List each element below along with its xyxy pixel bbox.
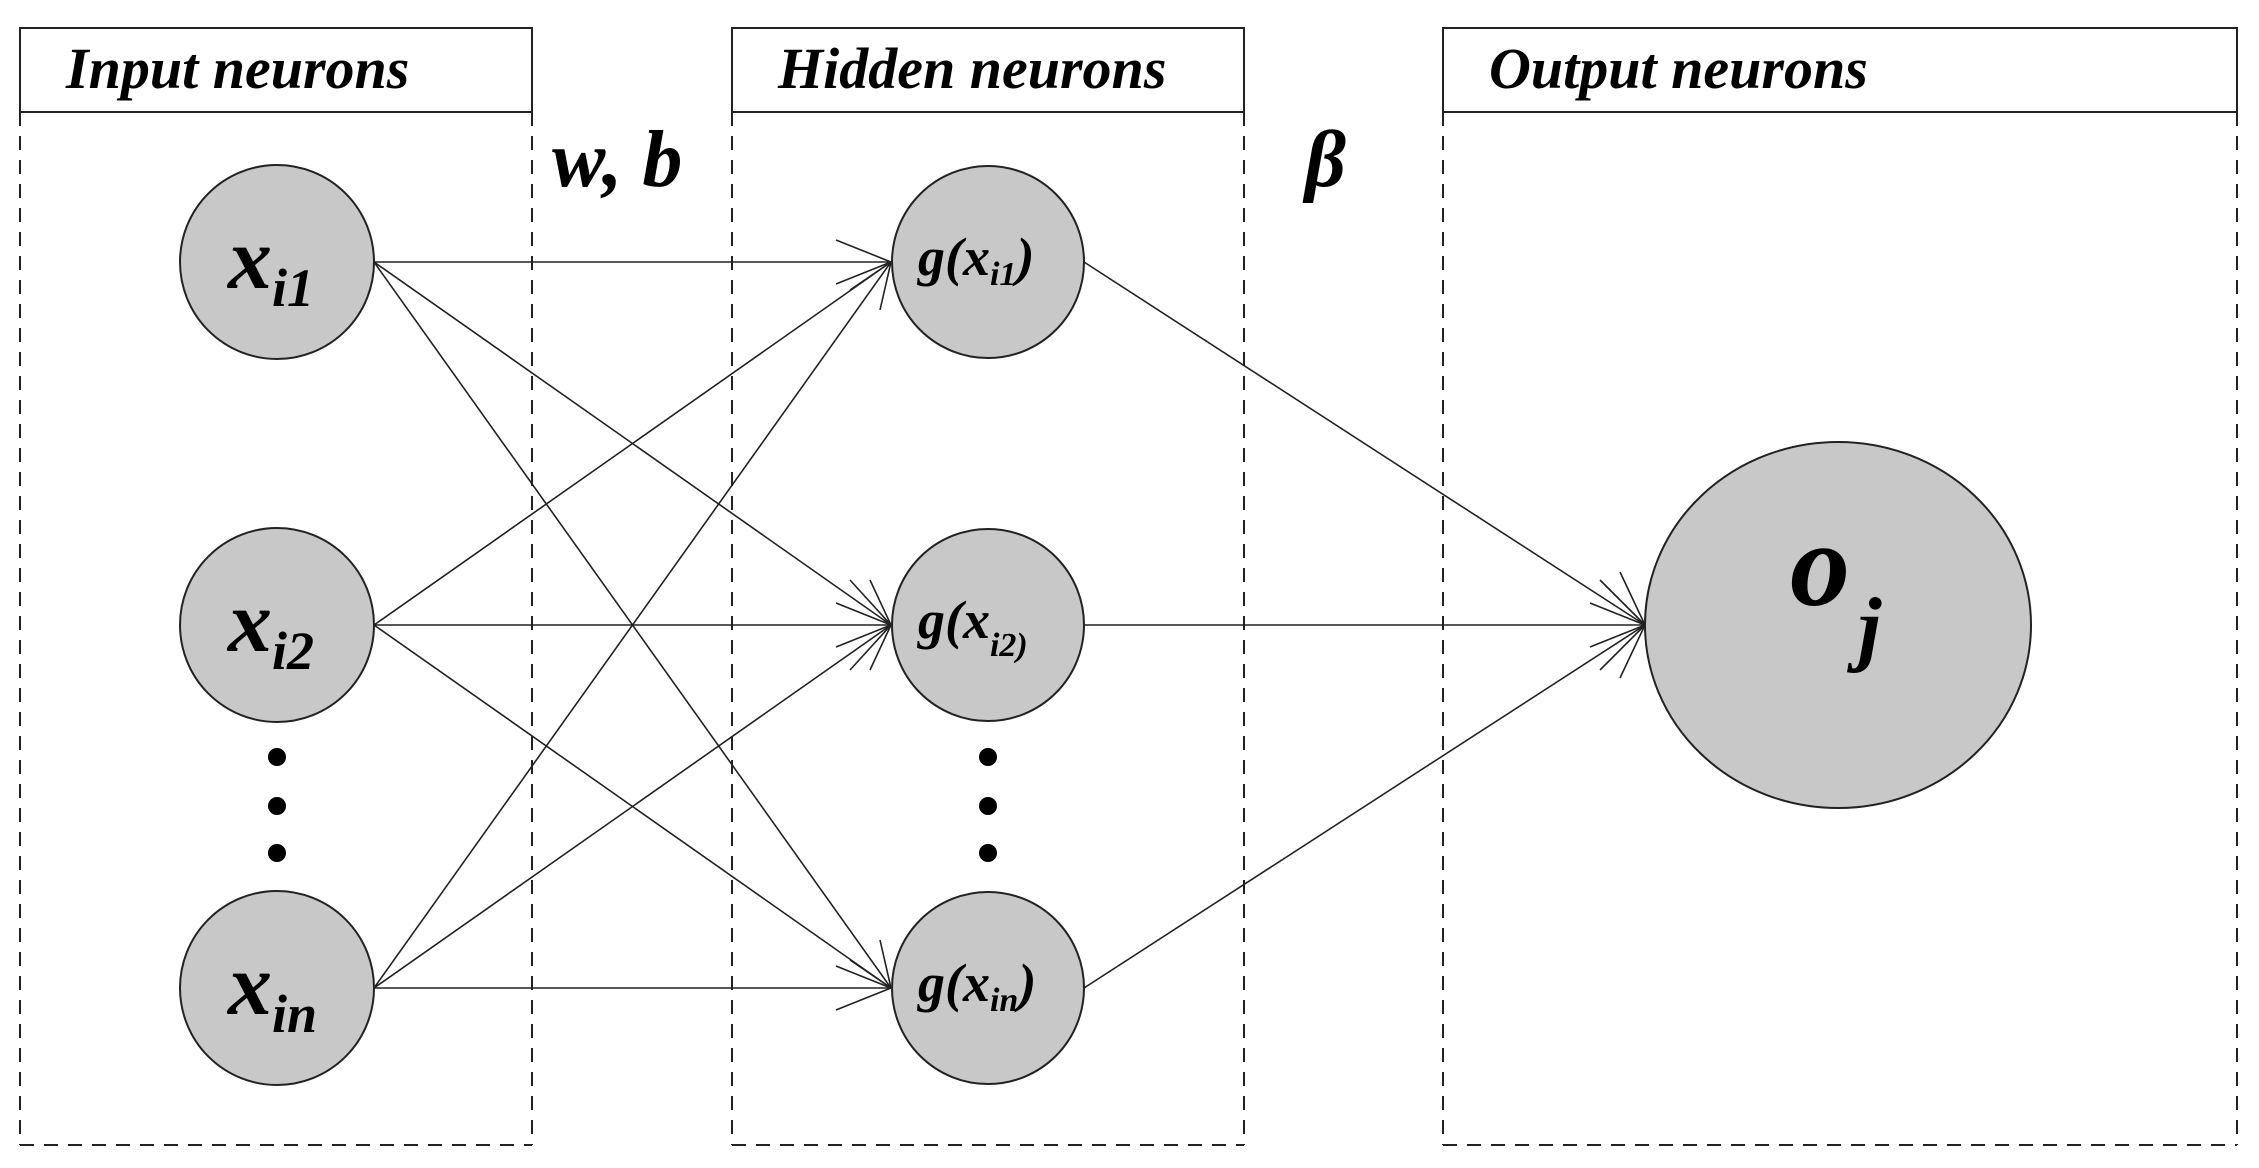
hidden-column-label: Hidden neurons — [777, 36, 1166, 101]
input-node-n: xin — [179, 890, 375, 1086]
hidden-output-edges — [1083, 261, 1648, 989]
output-column-label: Output neurons — [1489, 36, 1868, 101]
hidden-node-1-sub: i1 — [990, 256, 1016, 293]
output-column: Output neurons — [1442, 27, 2238, 1146]
beta-label: β — [1302, 116, 1346, 204]
edge-g1-o — [1083, 261, 1646, 626]
hidden-node-n: g(xin) — [891, 891, 1085, 1085]
hidden-ellipsis — [979, 748, 997, 862]
svg-text:g(xin): g(xin) — [917, 953, 1036, 1019]
hidden-node-1-suffix: ) — [1011, 227, 1034, 287]
hidden-node-n-sub: in — [990, 982, 1018, 1019]
hidden-node-2: g(xi2) — [891, 528, 1085, 722]
output-node-base: o — [1790, 498, 1850, 631]
hidden-node-1-prefix: g(x — [917, 227, 990, 287]
input-column: Input neurons — [19, 27, 533, 1146]
edge-xn-g2 — [373, 624, 892, 989]
svg-text:xin: xin — [226, 937, 317, 1044]
hidden-node-n-suffix: ) — [1013, 953, 1036, 1013]
svg-text:xi2: xi2 — [226, 574, 314, 681]
input-column-label: Input neurons — [65, 36, 409, 101]
output-column-header — [1442, 27, 2238, 113]
hidden-node-n-prefix: g(x — [917, 953, 990, 1013]
edge-x2-g1 — [373, 261, 892, 626]
output-node: oj — [1644, 441, 2032, 809]
svg-text:g(xi1): g(xi1) — [917, 227, 1034, 293]
input-node-2-base: x — [226, 574, 272, 671]
hidden-node-1: g(xi1) — [891, 165, 1085, 359]
input-ellipsis — [268, 748, 286, 862]
input-node-2-sub: i2 — [272, 621, 314, 681]
hidden-node-2-prefix: g(x — [917, 590, 990, 650]
edge-gn-o — [1083, 624, 1646, 989]
svg-text:xi1: xi1 — [226, 211, 314, 318]
input-node-2: xi2 — [179, 527, 375, 723]
edge-xn-g1 — [373, 261, 892, 989]
weights-bias-label: w, b — [552, 116, 682, 204]
input-node-1-sub: i1 — [272, 258, 314, 318]
input-node-n-base: x — [226, 937, 272, 1034]
input-hidden-edges — [373, 261, 892, 989]
hidden-column-header — [731, 27, 1245, 113]
input-node-1-base: x — [226, 211, 272, 308]
input-node-1: xi1 — [179, 164, 375, 360]
svg-text:g(xi2): g(xi2) — [917, 590, 1028, 664]
hidden-node-2-sub: i2) — [990, 627, 1028, 664]
hidden-column: Hidden neurons — [731, 27, 1245, 1146]
input-column-header — [19, 27, 533, 113]
input-node-n-sub: in — [272, 984, 317, 1044]
